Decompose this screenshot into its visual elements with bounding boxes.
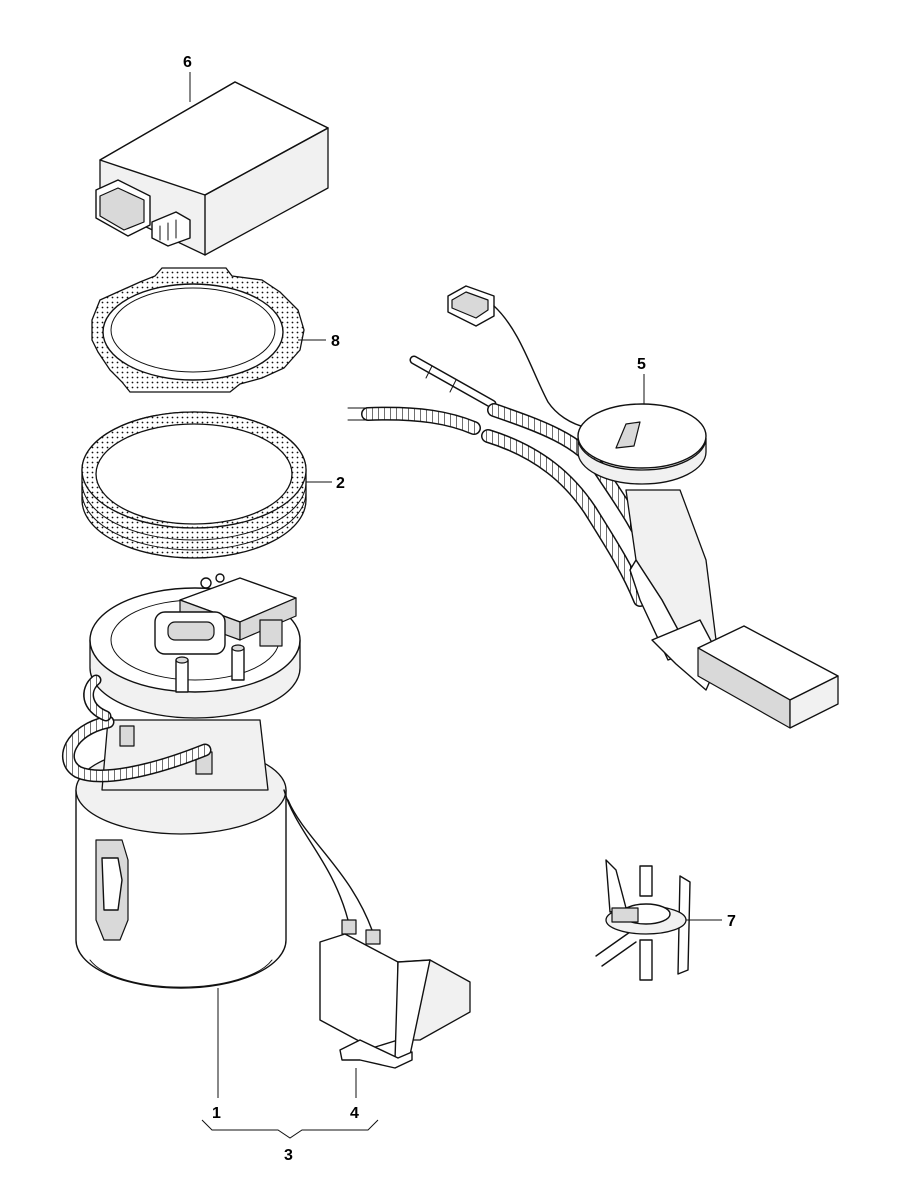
callout-3: 3 [201,1119,379,1164]
callout-label-5: 5 [637,356,646,373]
sealing-ring-part [91,267,305,393]
retaining-clip-part [595,859,691,981]
fuel-pump-module-part [62,573,381,989]
callout-label-6: 6 [183,54,192,71]
callout-label-2: 2 [336,475,345,492]
level-sender-part [347,285,839,729]
callout-8: 8 [298,333,340,350]
callout-label-1: 1 [212,1105,221,1122]
callout-label-3: 3 [284,1147,293,1164]
callout-label-8: 8 [331,333,340,350]
control-unit-part [95,81,329,256]
callout-6: 6 [183,54,192,102]
callout-7: 7 [686,913,736,930]
callout-4: 4 [350,1068,359,1122]
float-holder-part [319,933,471,1069]
callout-label-7: 7 [727,913,736,930]
callout-5: 5 [637,356,646,404]
callout-label-4: 4 [350,1105,359,1122]
callout-1: 1 [212,988,221,1122]
locking-ring-part [81,411,307,559]
callout-2: 2 [306,475,345,492]
